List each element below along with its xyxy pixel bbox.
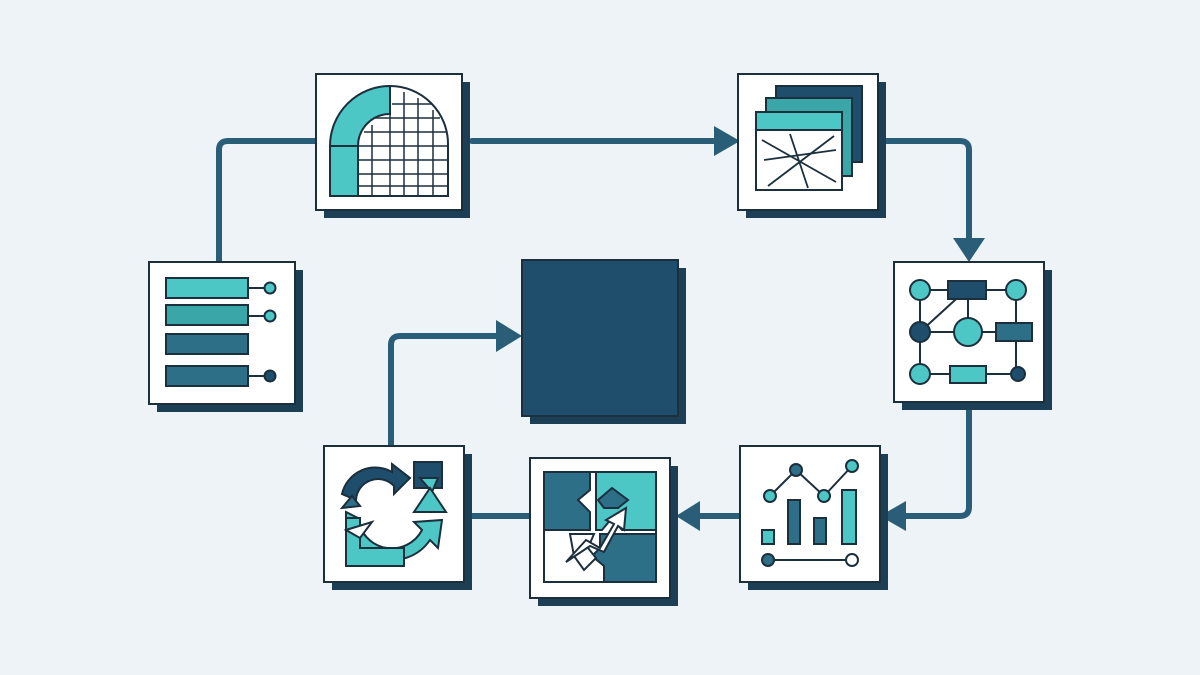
edge-network-graph-to-bar-line-chart	[895, 405, 972, 519]
cycle-card	[323, 445, 472, 590]
network-graph-icon	[909, 279, 1033, 385]
arrowhead-down	[953, 238, 985, 262]
central-block	[521, 259, 686, 424]
stacked-sheets-lines-icon	[755, 85, 863, 191]
edge-scatter-sheets-to-network-graph	[877, 138, 972, 243]
bar-line-chart-card	[739, 445, 888, 590]
arch-grid-icon	[329, 84, 449, 197]
puzzle-pieces-card	[529, 457, 678, 606]
arrowhead-left	[676, 501, 700, 531]
edge-data-layers-to-grid-arch	[216, 138, 321, 265]
grid-arch-card	[315, 73, 470, 218]
scatter-sheets-card	[737, 73, 886, 218]
bar-line-chart-icon	[761, 459, 859, 567]
arrowhead-right	[496, 320, 522, 352]
arrowhead-left	[880, 501, 906, 531]
puzzle-pieces-icon	[543, 471, 657, 583]
data-layers-card	[148, 261, 303, 412]
stacked-layers-icon	[165, 277, 277, 387]
cycle-arrows-icon	[339, 461, 448, 567]
edge-cycle-to-central-block	[388, 333, 503, 449]
network-graph-card	[893, 261, 1052, 410]
arrowhead-right	[714, 126, 740, 156]
